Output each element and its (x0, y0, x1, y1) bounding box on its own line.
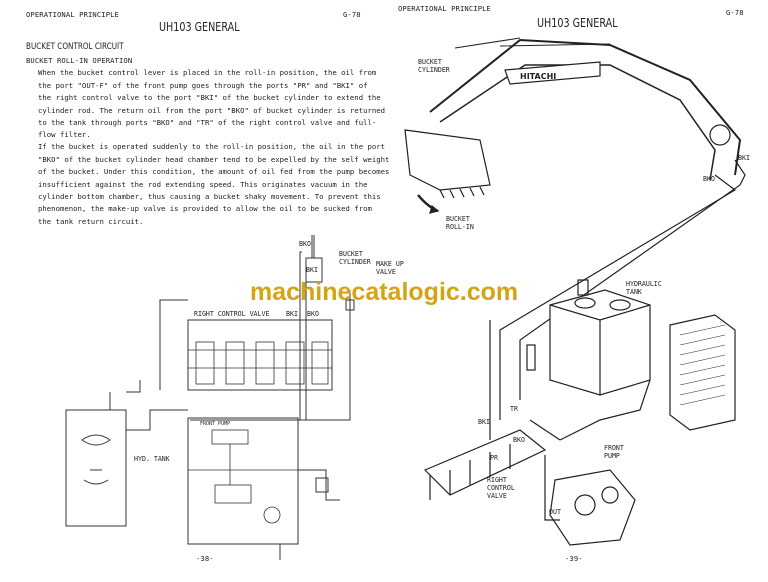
text-line: phenomenon, the make-up valve is provide… (38, 204, 372, 213)
subsection-title: BUCKET ROLL-IN OPERATION (26, 56, 133, 65)
hitachi-logo: HITACHI (520, 72, 556, 81)
label-bki-top: BKI (306, 266, 318, 274)
label-make-up-valve: MAKE UP VALVE (376, 260, 404, 276)
header-left: OPERATIONAL PRINCIPLE (26, 10, 119, 19)
watermark: machinecatalogic.com (250, 278, 519, 306)
text-line: the port "OUT-F" of the front pump goes … (38, 81, 368, 90)
text-line: of the bucket. Under this condition, the… (38, 167, 390, 176)
section-title: BUCKET CONTROL CIRCUIT (26, 42, 124, 52)
page-title: UH103 GENERAL (159, 20, 240, 34)
text-line: the tank return circuit. (38, 217, 144, 226)
text-line: cylinder rod. The return oil from the po… (38, 106, 386, 115)
label-bko: BKO (513, 436, 525, 444)
label-hydraulic-tank: HYDRAULIC TANK (626, 280, 662, 296)
text-line: "BKO" of the bucket cylinder head chambe… (38, 155, 390, 164)
text-line: the right control valve to the port "BKI… (38, 93, 381, 102)
page-number: -39- (565, 554, 583, 563)
label-out: OUT (549, 508, 561, 516)
label-bucket-cylinder: BUCKET CYLINDER (418, 58, 450, 74)
label-bucket-roll-in: BUCKET ROLL-IN (446, 215, 474, 231)
text-line: flow filter. (38, 130, 91, 139)
text-line: When the bucket control lever is placed … (38, 68, 377, 77)
header-page-code: G-78 (726, 8, 744, 17)
label-bko: BKO (307, 310, 319, 318)
page-title: UH103 GENERAL (537, 16, 618, 30)
label-front-pump: FRONT PUMP (604, 444, 624, 460)
label-pr: PR (490, 454, 498, 462)
label-bki-top: BKI (738, 154, 750, 162)
page-number: -38- (196, 554, 214, 563)
label-hyd-tank: HYD. TANK (134, 455, 170, 463)
label-bki: BKI (286, 310, 298, 318)
text-line: If the bucket is operated suddenly to th… (38, 142, 386, 151)
header-page-code: G-78 (343, 10, 361, 19)
text-line: to the tank through ports "BKO" and "TR"… (38, 118, 377, 127)
label-bucket-cylinder: BUCKET CYLINDER (339, 250, 371, 266)
label-front-pump: FRONT PUMP (200, 421, 231, 427)
label-right-control-valve: RIGHT CONTROL VALVE (194, 310, 270, 318)
label-bki: BKI (478, 418, 490, 426)
label-bko-top: BKO (703, 175, 715, 183)
text-line: insufficient against the rod extending s… (38, 180, 368, 189)
text-line: cylinder bottom chamber, thus causing a … (38, 192, 381, 201)
label-tr: TR (510, 405, 518, 413)
header-left: OPERATIONAL PRINCIPLE (398, 4, 491, 13)
label-bko-top: BKO (299, 240, 311, 248)
label-right-control-valve: RIGHT CONTROL VALVE (487, 476, 515, 500)
